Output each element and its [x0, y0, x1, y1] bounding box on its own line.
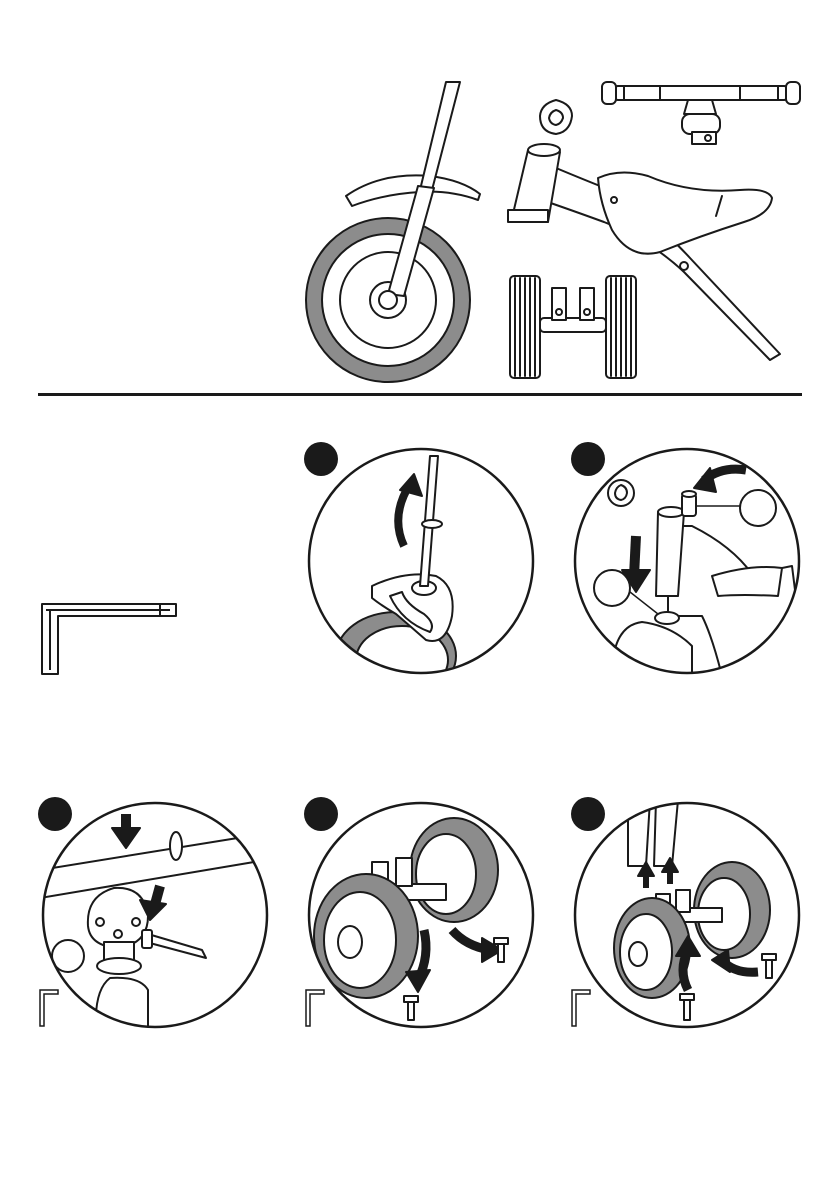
hex-key-small-icon	[38, 986, 60, 1028]
front-wheel-fork-icon	[306, 82, 480, 382]
spacer-ring-icon	[606, 478, 636, 508]
remove-wheel-bolts-icon	[306, 800, 536, 1030]
rear-wheel-set-icon	[510, 276, 636, 378]
hex-key-small-icon	[304, 986, 326, 1028]
step-2-panel	[572, 446, 802, 676]
insert-fork-icon	[306, 446, 536, 676]
parts-overview-drawing	[0, 0, 840, 390]
section-divider	[38, 393, 802, 396]
step-1-panel	[306, 446, 536, 676]
hex-key-small-icon	[570, 986, 592, 1028]
step-4-panel	[306, 800, 536, 1030]
attach-handlebar-icon	[40, 800, 270, 1030]
hex-key-icon	[30, 590, 190, 690]
step-5-panel	[572, 800, 802, 1030]
tool-panel	[30, 590, 190, 690]
parts-overview	[0, 0, 840, 390]
attach-rear-wheels-icon	[572, 800, 802, 1030]
spacer-ring-icon	[540, 100, 572, 134]
handlebar-icon	[602, 82, 800, 144]
step-3-panel	[40, 800, 270, 1030]
